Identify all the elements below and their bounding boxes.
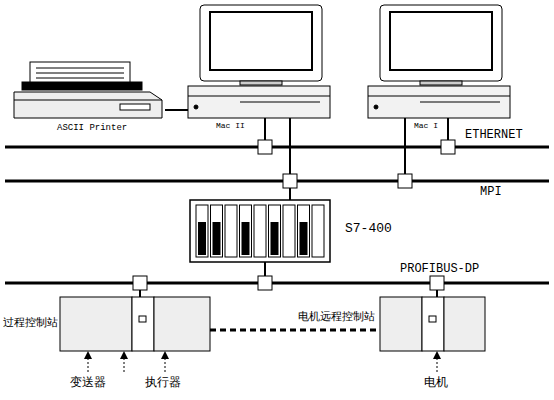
rack-module <box>213 222 221 255</box>
device-label: 电机远程控制站 <box>298 310 375 323</box>
rack-slot <box>240 205 252 257</box>
rack-module <box>300 222 308 255</box>
connection-line <box>165 109 188 111</box>
network-device: Mac I <box>368 4 510 120</box>
device-label: ASCII Printer <box>57 123 127 133</box>
network-device: 电机远程控制站 <box>380 297 485 351</box>
connection-line <box>210 329 380 332</box>
network-device: Mac II <box>188 4 330 120</box>
rack-slot <box>269 205 281 257</box>
rack-slot <box>196 205 208 257</box>
rack-slot <box>225 205 237 257</box>
control-cabinet <box>60 297 485 351</box>
signal-arrow <box>88 355 437 372</box>
bus-or-signal-label: MPI <box>480 186 502 200</box>
device-label: S7-400 <box>345 222 392 237</box>
rack-slot <box>298 205 310 257</box>
device-label: 过程控制站 <box>3 316 58 329</box>
rack-slot <box>312 205 324 257</box>
bus-or-signal-label: 变送器 <box>70 376 106 390</box>
bus-or-signal-label: ETHERNET <box>465 129 523 143</box>
rack-module <box>242 222 250 255</box>
bus-or-signal-label: 电机 <box>424 376 448 390</box>
computer-icon <box>368 5 510 118</box>
computer-icon <box>188 5 330 118</box>
rack-slot <box>283 205 295 257</box>
bus-or-signal-label: PROFIBUS-DP <box>400 263 479 277</box>
network-device: 过程控制站 <box>60 297 210 351</box>
plc-rack <box>190 200 330 262</box>
rack-slot <box>254 205 266 257</box>
rack-module <box>271 222 279 255</box>
device-label: Mac I <box>414 121 438 130</box>
network-device: ASCII Printer <box>12 60 165 120</box>
device-label: Mac II <box>216 121 245 130</box>
network-device: S7-400 <box>190 200 330 262</box>
bus-or-signal-label: 执行器 <box>145 376 181 390</box>
printer-icon <box>14 62 162 118</box>
rack-module <box>198 222 206 255</box>
rack-slot <box>211 205 223 257</box>
bus-line <box>5 147 549 283</box>
